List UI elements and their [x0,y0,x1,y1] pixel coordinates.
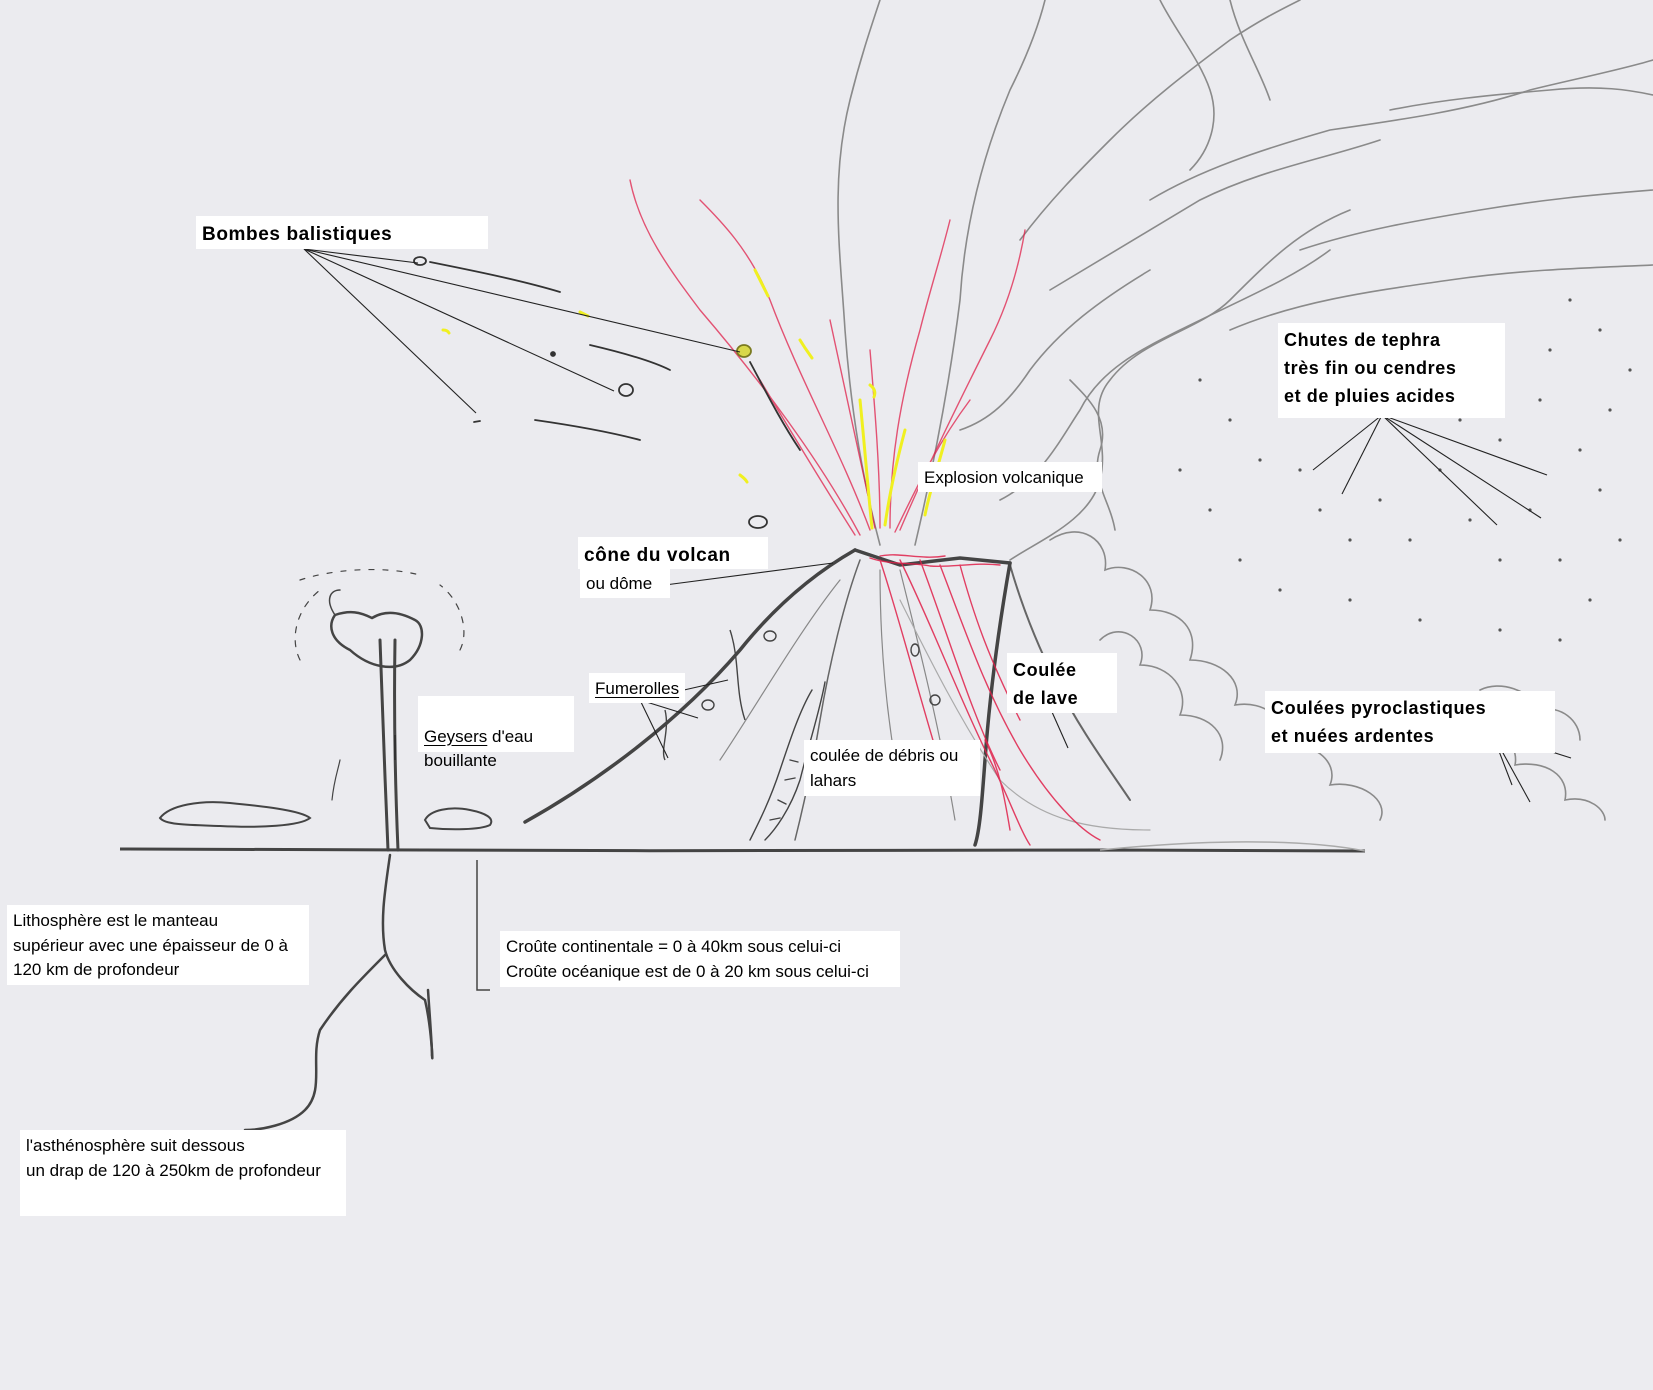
label-explosion-volcanique: Explosion volcanique [918,462,1102,492]
label-geysers-word: Geysers [424,726,488,746]
label-fumerolles: Fumerolles [589,673,685,703]
magma-conduit [243,853,434,1132]
label-cone-du-volcan: cône du volcan [578,537,768,569]
crust-bracket [476,860,490,991]
label-croute: Croûte continentale = 0 à 40km sous celu… [500,931,900,987]
label-coulee-de-lave: Coulée de lave [1007,653,1117,713]
fumerolles-marks [662,629,941,761]
ground-line [119,847,1366,853]
label-lithosphere: Lithosphère est le manteau supérieur ave… [7,905,309,985]
label-geysers-rest: d'eau bouillante [424,726,534,771]
label-geysers: Geysers d'eau bouillante [418,696,574,770]
label-chutes-tephra: Chutes de tephra très fin ou cendres et … [1278,323,1505,418]
label-ou-dome: ou dôme [580,568,670,598]
debris-flow [749,681,826,841]
label-coulees-pyroclastiques: Coulées pyroclastiques et nuées ardentes [1265,691,1555,753]
label-asthenosphere: l'asthénosphère suit dessous un drap de … [20,1130,346,1216]
eruption-plume [837,0,1653,821]
label-coulee-debris: coulée de débris ou lahars [804,740,980,796]
label-bombes-balistiques: Bombes balistiques [196,216,488,249]
pyroclastic-ground-line [1099,841,1366,852]
leader-lines [303,248,1572,803]
ejecta-streaks [441,268,947,530]
